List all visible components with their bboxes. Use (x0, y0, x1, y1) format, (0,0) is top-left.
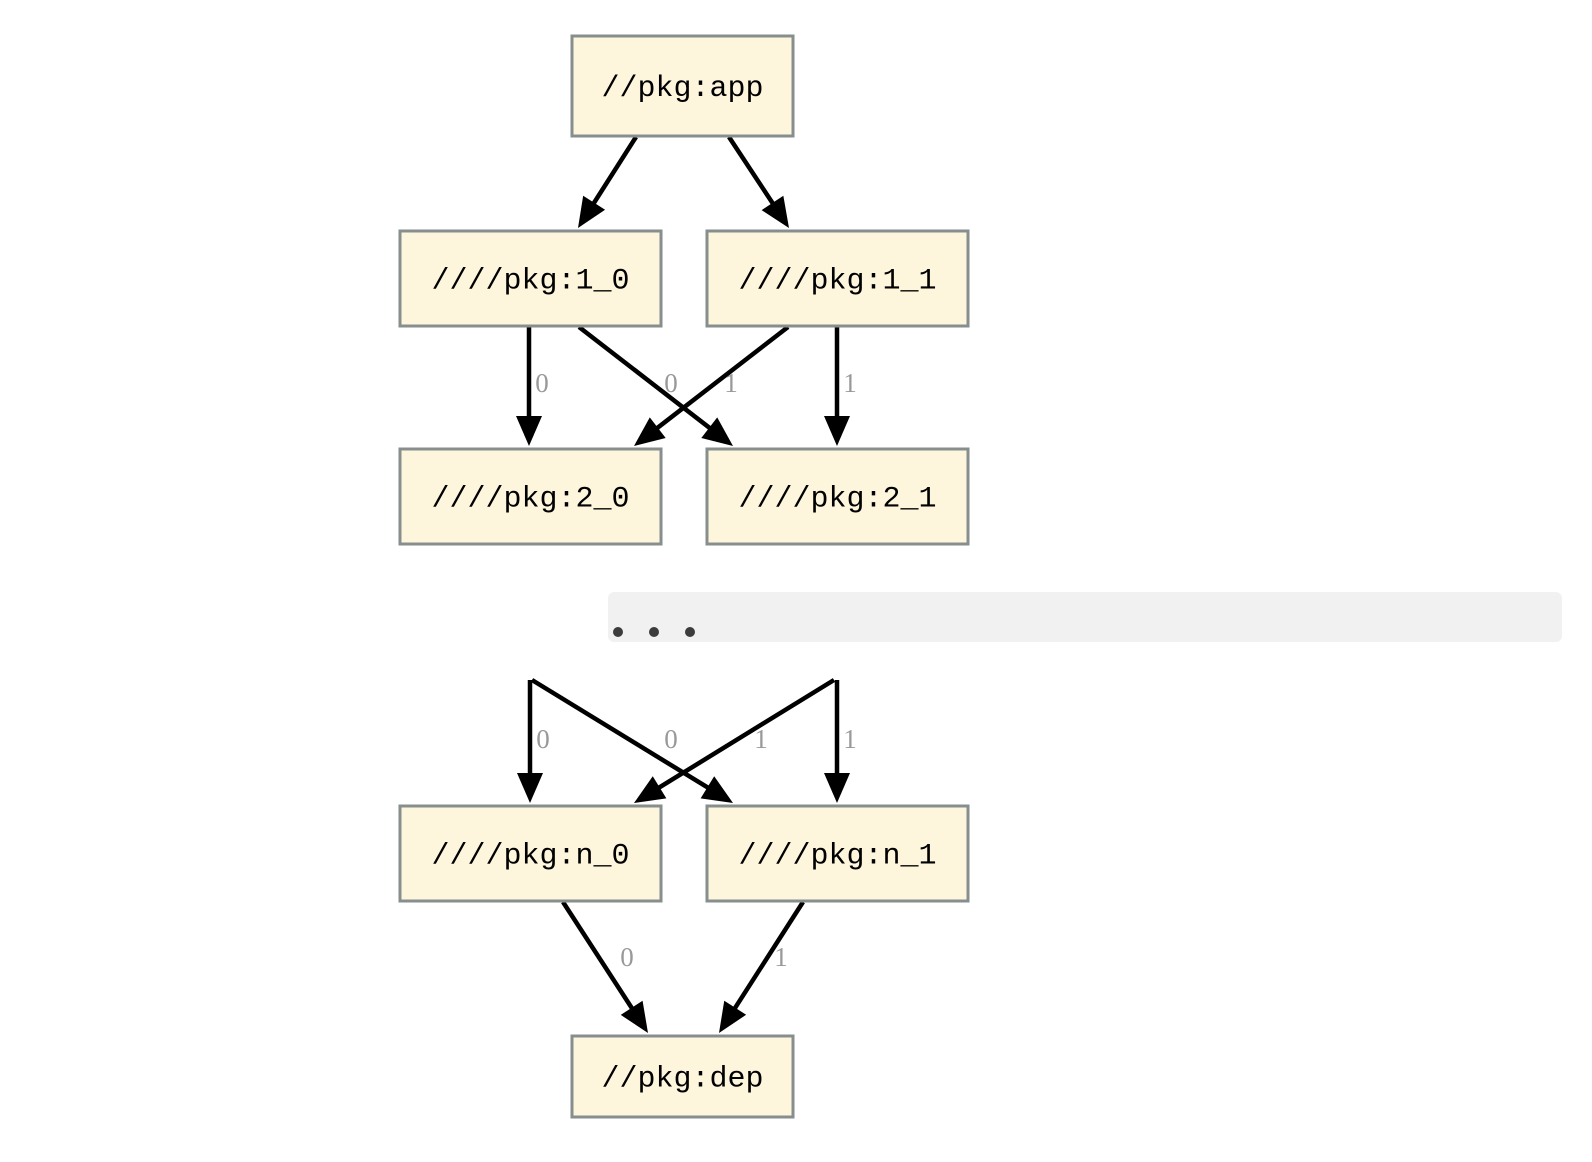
edge-label: 1 (843, 724, 857, 754)
edge-label: 0 (664, 368, 678, 398)
ellipsis-dot (649, 627, 659, 637)
edge-nm1_0-to-n_1: 0 (530, 678, 733, 803)
node-n1_0[interactable]: ////pkg:1_0 (398, 229, 663, 328)
node-label: ////pkg:1_1 (738, 264, 936, 298)
arrowhead-icon (824, 416, 850, 446)
edge-nm1_1-to-n_1: 1 (824, 680, 857, 803)
edge-line (651, 325, 790, 434)
edge-line (727, 135, 778, 210)
edge-label: 0 (536, 724, 550, 754)
edge-nm1_0-to-n_0: 0 (517, 680, 550, 803)
node-label: //pkg:app (601, 72, 763, 106)
arrowhead-icon (634, 776, 667, 803)
edge-label: 1 (774, 942, 788, 972)
edge-label: 0 (620, 942, 634, 972)
edge-label: 1 (754, 724, 768, 754)
edge-line (561, 900, 637, 1015)
edge-line (589, 135, 638, 209)
edge-label: 0 (664, 724, 678, 754)
arrowhead-icon (719, 1000, 747, 1033)
edge-app-to-1_1 (727, 135, 789, 228)
arrowhead-icon (761, 195, 789, 228)
node-app[interactable]: //pkg:app (570, 34, 795, 138)
edge-n_0-to-dep: 0 (561, 900, 648, 1033)
node-n2_1[interactable]: ////pkg:2_1 (705, 447, 970, 546)
edge-1_0-to-2_1: 0 (577, 325, 733, 446)
edge-line (577, 325, 716, 434)
arrowhead-icon (701, 417, 733, 446)
node-nn_1[interactable]: ////pkg:n_1 (705, 804, 970, 903)
nodes-layer: //pkg:app ////pkg:1_0 ////pkg:1_1 ////pkg:2… (398, 34, 970, 1119)
edge-line (653, 678, 836, 793)
edge-1_0-to-2_0: 0 (516, 327, 549, 446)
arrowhead-icon (620, 1000, 648, 1033)
node-box[interactable] (705, 447, 970, 546)
node-box[interactable] (398, 229, 663, 328)
edge-label: 0 (535, 368, 549, 398)
node-box[interactable] (398, 447, 663, 546)
ellipsis-dot (613, 627, 623, 637)
edge-app-to-1_0 (578, 135, 638, 228)
node-label: ////pkg:2_1 (738, 482, 936, 516)
node-dep[interactable]: //pkg:dep (570, 1034, 795, 1119)
edge-n_1-to-dep: 1 (719, 900, 805, 1033)
arrowhead-icon (516, 416, 542, 446)
node-box[interactable] (570, 34, 795, 138)
node-box[interactable] (705, 804, 970, 903)
node-label: ////pkg:n_1 (738, 839, 936, 873)
arrowhead-icon (634, 417, 666, 446)
ellipsis-layer (608, 592, 1562, 642)
arrowhead-icon (517, 773, 543, 803)
ellipsis-band (608, 592, 1562, 642)
arrowhead-icon (824, 773, 850, 803)
edge-line (730, 900, 805, 1015)
node-label: ////pkg:1_0 (431, 264, 629, 298)
edges-layer: 0 0 1 1 0 0 1 1 0 1 (516, 135, 857, 1033)
edge-1_1-to-2_1: 1 (824, 327, 857, 446)
node-label: ////pkg:2_0 (431, 482, 629, 516)
node-box[interactable] (398, 804, 663, 903)
ellipsis-dot (685, 627, 695, 637)
arrowhead-icon (578, 195, 606, 228)
node-n1_1[interactable]: ////pkg:1_1 (705, 229, 970, 328)
node-n2_0[interactable]: ////pkg:2_0 (398, 447, 663, 546)
edge-nm1_1-to-n_0: 1 (634, 678, 836, 803)
edge-label: 1 (843, 368, 857, 398)
edge-1_1-to-2_0: 1 (634, 325, 790, 446)
edge-label: 1 (724, 368, 738, 398)
node-nn_0[interactable]: ////pkg:n_0 (398, 804, 663, 903)
node-box[interactable] (705, 229, 970, 328)
arrowhead-icon (700, 776, 733, 803)
node-label: //pkg:dep (601, 1062, 763, 1096)
node-box[interactable] (570, 1034, 795, 1119)
node-label: ////pkg:n_0 (431, 839, 629, 873)
